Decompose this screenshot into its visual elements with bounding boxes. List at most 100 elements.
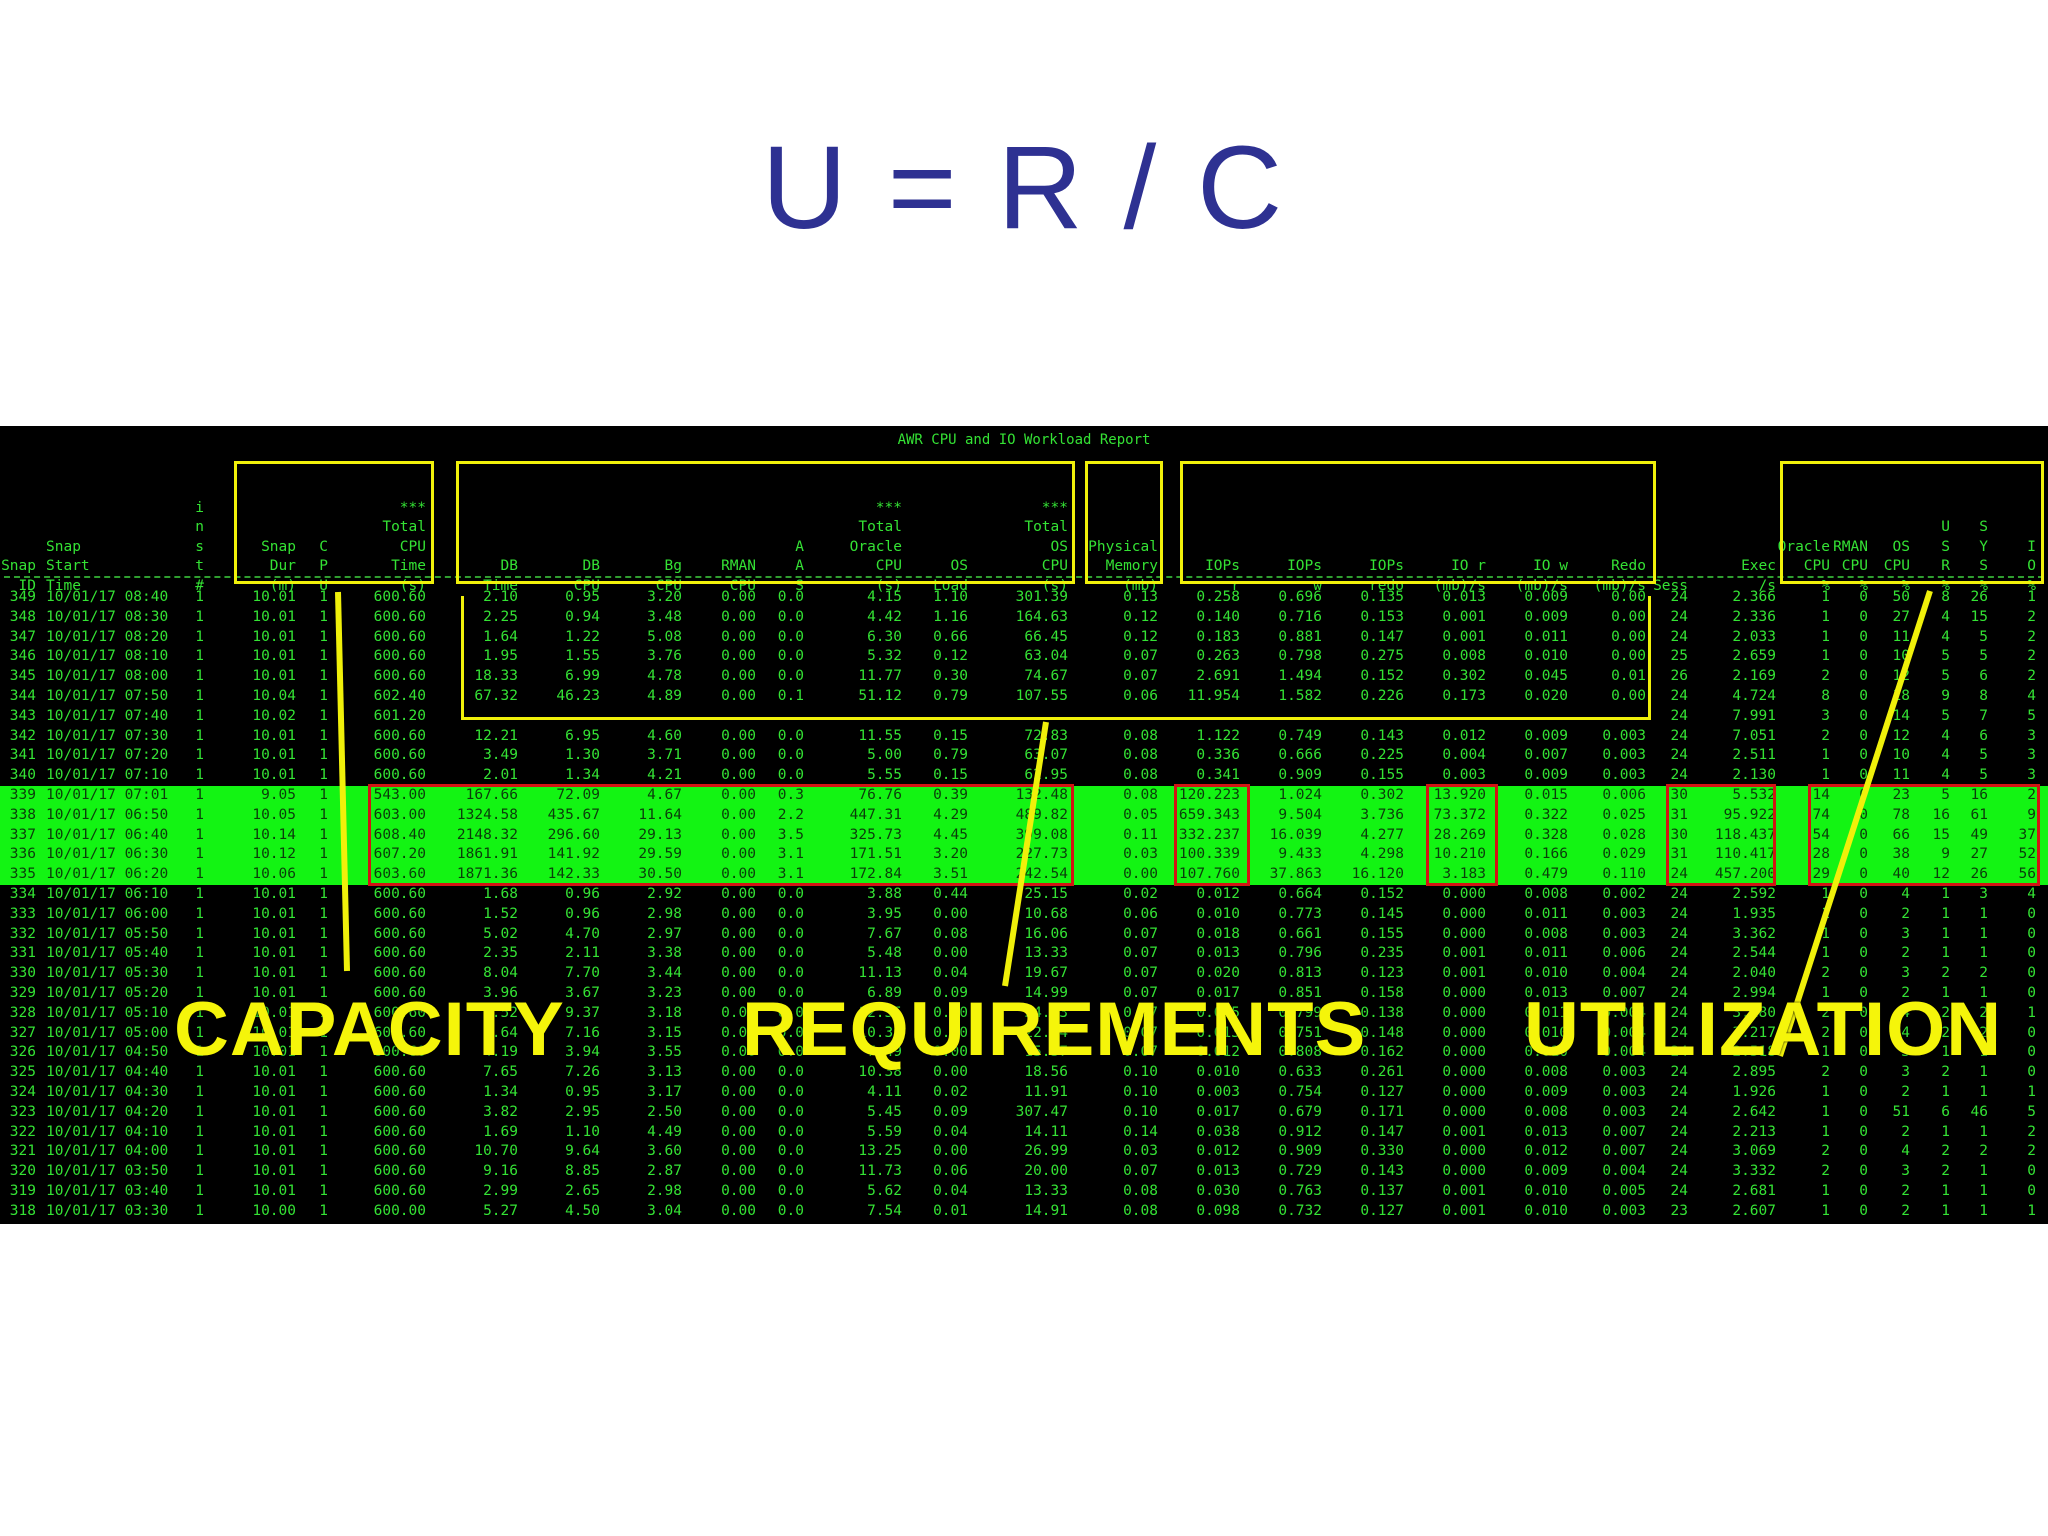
table-cell: 0 xyxy=(1859,1163,1868,1180)
table-cell: 0.05 xyxy=(1123,806,1158,823)
table-cell: 1.30 xyxy=(565,747,600,764)
table-cell: 4.49 xyxy=(647,1123,682,1140)
table-cell: 0.0 xyxy=(777,1183,804,1199)
table-cell: 0.00 xyxy=(721,1143,756,1160)
table-cell: 10/01/17 04:40 xyxy=(46,1064,169,1081)
table-cell: 4.19 xyxy=(483,1044,518,1061)
table-cell: 5 xyxy=(2027,707,2036,724)
table-cell: 2148.32 xyxy=(456,826,518,843)
table-cell: 0.00 xyxy=(721,886,756,902)
table-cell: 242.54 xyxy=(1015,866,1068,883)
table-cell: 600.60 xyxy=(373,767,426,784)
table-cell: 8 xyxy=(1941,589,1950,605)
table-cell: 0 xyxy=(2027,905,2036,922)
capacity-header-box xyxy=(234,461,434,584)
table-cell: 342 xyxy=(9,727,36,744)
table-cell: 1 xyxy=(195,1202,204,1219)
table-cell: 0.143 xyxy=(1360,727,1404,744)
table-cell: 0 xyxy=(1859,747,1868,764)
table-cell: 24 xyxy=(1670,945,1688,962)
table-cell: 2 xyxy=(1821,965,1830,982)
table-cell: 10.01 xyxy=(252,608,296,625)
table-cell: 56 xyxy=(2018,866,2036,883)
table-cell: 2 xyxy=(1821,727,1830,744)
table-cell: 0.00 xyxy=(1611,628,1646,645)
table-cell: 307.47 xyxy=(1015,1103,1068,1120)
table-cell: 10/01/17 08:40 xyxy=(46,589,169,605)
table-cell: 9.64 xyxy=(565,1143,600,1160)
column-header-line: OS xyxy=(1050,538,1068,555)
table-cell: 10 xyxy=(1892,747,1910,764)
table-cell: 0.12 xyxy=(933,648,968,665)
table-cell: 5.02 xyxy=(483,925,518,942)
table-cell: 10/01/17 06:30 xyxy=(46,846,169,863)
table-cell: 2 xyxy=(1941,965,1950,982)
table-cell: 331 xyxy=(9,945,36,962)
table-cell: 1 xyxy=(2027,1004,2036,1021)
table-cell: 0.94 xyxy=(565,608,600,625)
table-cell: 0.001 xyxy=(1442,1183,1486,1199)
table-cell: 1.494 xyxy=(1278,668,1322,685)
table-cell: 0 xyxy=(1859,925,1868,942)
table-cell: 10.12 xyxy=(252,846,296,863)
table-cell: 339 xyxy=(9,787,36,803)
table-cell: 3.51 xyxy=(933,866,968,883)
table-cell: 4.298 xyxy=(1360,846,1404,863)
table-cell: 0.012 xyxy=(1196,1044,1240,1061)
table-cell: 0 xyxy=(1859,1123,1868,1140)
table-cell: 1.34 xyxy=(565,767,600,784)
table-cell: 0.147 xyxy=(1360,628,1404,645)
table-cell: 9.37 xyxy=(565,1004,600,1021)
table-cell: 4 xyxy=(2027,886,2036,902)
table-cell: 141.92 xyxy=(547,846,600,863)
table-cell: 3.180 xyxy=(1732,1004,1776,1021)
table-cell: 0.145 xyxy=(1360,905,1404,922)
table-cell: 1 xyxy=(1979,1163,1988,1180)
table-cell: 4 xyxy=(1941,628,1950,645)
table-cell: 319 xyxy=(9,1183,36,1199)
table-cell: 0 xyxy=(1859,905,1868,922)
table-cell: 10/01/17 07:30 xyxy=(46,727,169,744)
table-cell: 2 xyxy=(1941,1163,1950,1180)
table-cell: 0.001 xyxy=(1442,1202,1486,1219)
table-cell: 2.35 xyxy=(483,945,518,962)
table-cell: 0.0 xyxy=(777,608,804,625)
table-cell: 25.15 xyxy=(1024,886,1068,902)
column-header-line: S xyxy=(795,577,804,594)
column-header-line: Y xyxy=(1979,538,1988,555)
table-cell: 600.60 xyxy=(373,905,426,922)
table-cell: 3.67 xyxy=(565,985,600,1001)
table-cell: 10/01/17 08:10 xyxy=(46,648,169,665)
table-cell: 11.91 xyxy=(1024,1084,1068,1100)
table-cell: 0 xyxy=(2027,985,2036,1001)
table-cell: 0.00 xyxy=(721,905,756,922)
table-cell: 10.01 xyxy=(252,1084,296,1100)
table-cell: 2.87 xyxy=(647,1163,682,1180)
table-cell: 0.10 xyxy=(1123,1084,1158,1100)
table-cell: 10.01 xyxy=(252,1183,296,1199)
table-cell: 0.04 xyxy=(933,965,968,982)
table-cell: 7.67 xyxy=(867,925,902,942)
table-cell: 25 xyxy=(1670,648,1688,665)
table-cell: 2.336 xyxy=(1732,608,1776,625)
table-cell: 0.808 xyxy=(1278,1044,1322,1061)
table-cell: 2.50 xyxy=(647,1103,682,1120)
table-cell: 1 xyxy=(195,1024,204,1041)
table-cell: 11.73 xyxy=(858,1163,902,1180)
table-cell: 333 xyxy=(9,905,36,922)
table-cell: 7.65 xyxy=(483,1064,518,1081)
table-cell: 600.60 xyxy=(373,985,426,1001)
table-cell: 0.00 xyxy=(1611,608,1646,625)
table-cell: 3 xyxy=(1901,1163,1910,1180)
table-cell: 0 xyxy=(2027,1064,2036,1081)
table-cell: 54 xyxy=(1812,826,1830,843)
table-cell: 0.01 xyxy=(933,1202,968,1219)
column-header-line: U xyxy=(319,577,328,594)
table-cell: 14 xyxy=(1892,707,1910,724)
table-cell: 1 xyxy=(195,1143,204,1160)
column-header-line: % xyxy=(1859,577,1868,594)
table-cell: 335 xyxy=(9,866,36,883)
